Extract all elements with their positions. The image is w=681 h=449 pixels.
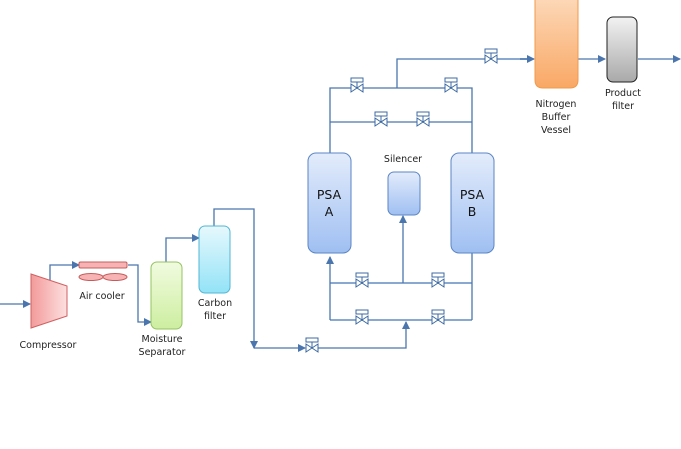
nitrogen-buffer-label-1: Nitrogen xyxy=(536,99,577,110)
air-cooler[interactable]: Air cooler xyxy=(78,261,128,302)
valve-icon[interactable] xyxy=(305,337,319,353)
product-filter-label-1: Product xyxy=(605,88,641,99)
moisture-separator[interactable]: Moisture Separator xyxy=(139,261,186,358)
valve-icon[interactable] xyxy=(444,77,458,93)
psa-a-vessel[interactable]: PSA A xyxy=(307,152,352,254)
valve-icon[interactable] xyxy=(416,111,430,127)
psa-b-label-1: PSA xyxy=(460,187,485,202)
carbon-filter-label-2: filter xyxy=(204,311,226,322)
valve-icon[interactable] xyxy=(350,77,364,93)
carbon-filter-label-1: Carbon xyxy=(198,298,232,309)
compressor[interactable]: Compressor xyxy=(20,273,77,351)
moisture-separator-label-2: Separator xyxy=(139,347,186,358)
carbon-filter[interactable]: Carbon filter xyxy=(198,225,232,322)
pipes xyxy=(0,55,681,352)
silencer-label: Silencer xyxy=(384,154,422,165)
nitrogen-buffer-vessel[interactable]: Nitrogen Buffer Vessel xyxy=(534,0,579,136)
nitrogen-buffer-label-3: Vessel xyxy=(541,125,571,136)
moisture-separator-label-1: Moisture xyxy=(142,334,183,345)
valve-icon[interactable] xyxy=(355,272,369,288)
valve-icon[interactable] xyxy=(431,309,445,325)
psa-b-vessel[interactable]: PSA B xyxy=(450,152,495,254)
nitrogen-buffer-label-2: Buffer xyxy=(542,112,571,123)
product-filter-label-2: filter xyxy=(612,101,634,112)
valve-icon[interactable] xyxy=(374,111,388,127)
air-cooler-label: Air cooler xyxy=(79,291,124,302)
valve-icon[interactable] xyxy=(431,272,445,288)
valve-icon[interactable] xyxy=(355,309,369,325)
compressor-label: Compressor xyxy=(20,340,77,351)
silencer[interactable]: Silencer xyxy=(384,154,422,216)
psa-a-label-1: PSA xyxy=(317,187,342,202)
psa-b-label-2: B xyxy=(468,204,477,219)
product-filter[interactable]: Product filter xyxy=(605,16,641,112)
valve-icon[interactable] xyxy=(484,48,498,64)
psa-a-label-2: A xyxy=(325,204,334,219)
